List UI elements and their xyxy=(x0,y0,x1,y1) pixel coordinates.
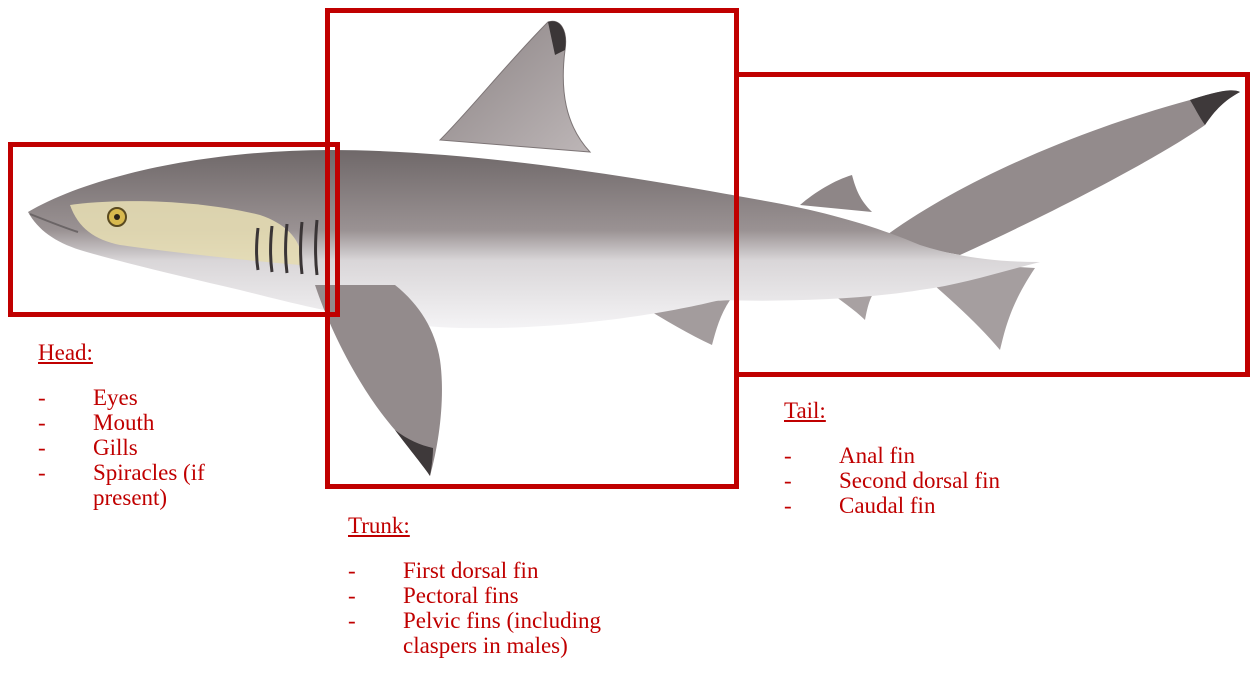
trunk-title: Trunk: xyxy=(348,513,678,538)
list-item-text: Eyes xyxy=(93,385,138,410)
bullet-dash: - xyxy=(348,583,356,608)
list-item-text: Pelvic fins (including claspers in males… xyxy=(403,608,601,658)
bullet-dash: - xyxy=(38,385,46,410)
head-title: Head: xyxy=(38,340,298,365)
list-item: - Eyes xyxy=(38,385,298,410)
head-region-box xyxy=(8,142,340,317)
trunk-label-block: Trunk: - First dorsal fin - Pectoral fins … xyxy=(348,513,678,658)
list-item-text: Second dorsal fin xyxy=(839,468,1000,493)
bullet-dash: - xyxy=(348,608,356,633)
trunk-item-list: - First dorsal fin - Pectoral fins - Pelvic… xyxy=(348,558,678,658)
bullet-dash: - xyxy=(784,443,792,468)
list-item-text: Spiracles (if present) xyxy=(93,460,205,510)
list-item-text: First dorsal fin xyxy=(403,558,538,583)
list-item: - Spiracles (if present) xyxy=(38,460,283,510)
bullet-dash: - xyxy=(38,435,46,460)
head-item-list: - Eyes - Mouth - Gills - Spiracles (if prese… xyxy=(38,385,298,510)
list-item-text: Caudal fin xyxy=(839,493,935,518)
list-item: - Caudal fin xyxy=(784,493,1104,518)
tail-label-block: Tail: - Anal fin - Second dorsal fin - Caud… xyxy=(784,398,1104,518)
trunk-region-box xyxy=(325,8,739,489)
bullet-dash: - xyxy=(38,460,46,485)
list-item: - Gills xyxy=(38,435,298,460)
list-item-text: Mouth xyxy=(93,410,154,435)
list-item-text: Pectoral fins xyxy=(403,583,519,608)
bullet-dash: - xyxy=(784,468,792,493)
tail-title: Tail: xyxy=(784,398,1104,423)
tail-region-box xyxy=(734,72,1250,377)
list-item-text: Gills xyxy=(93,435,138,460)
bullet-dash: - xyxy=(784,493,792,518)
list-item: - First dorsal fin xyxy=(348,558,678,583)
list-item: - Pectoral fins xyxy=(348,583,678,608)
list-item: - Second dorsal fin xyxy=(784,468,1104,493)
bullet-dash: - xyxy=(38,410,46,435)
list-item: - Pelvic fins (including claspers in male… xyxy=(348,608,678,658)
head-label-block: Head: - Eyes - Mouth - Gills - Spiracles (if… xyxy=(38,340,298,510)
list-item-text: Anal fin xyxy=(839,443,915,468)
bullet-dash: - xyxy=(348,558,356,583)
tail-item-list: - Anal fin - Second dorsal fin - Caudal fin xyxy=(784,443,1104,518)
list-item: - Mouth xyxy=(38,410,298,435)
list-item: - Anal fin xyxy=(784,443,1104,468)
